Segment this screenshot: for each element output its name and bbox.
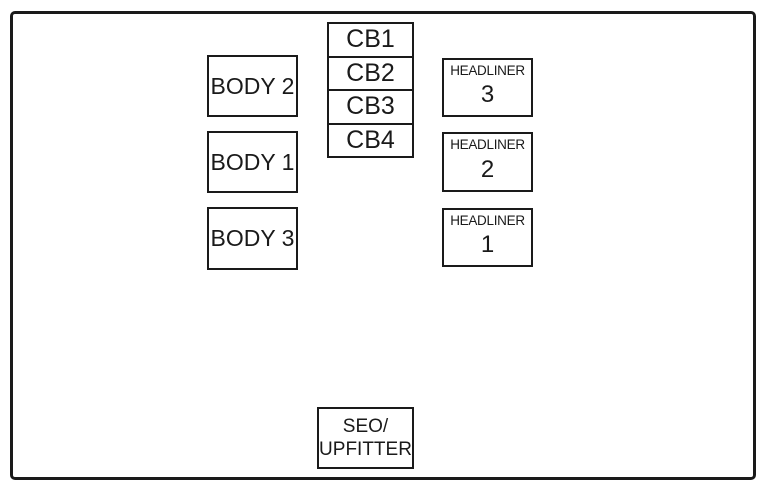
circuit-breaker-cb3-label: CB3 (346, 92, 395, 121)
circuit-breaker-cb4: CB4 (329, 125, 412, 157)
fuse-block-headliner-2: HEADLINER 2 (442, 132, 533, 192)
circuit-breaker-cb4-label: CB4 (346, 125, 395, 154)
fuse-block-headliner-3-number: 3 (480, 81, 495, 108)
circuit-breaker-cb1-label: CB1 (346, 25, 395, 54)
circuit-breaker-cb2: CB2 (329, 58, 412, 91)
fuse-block-body-2: BODY 2 (207, 55, 298, 117)
fuse-block-seo-upfitter: SEO/ UPFITTER (317, 407, 414, 469)
fuse-block-body-2-label: BODY 2 (210, 72, 295, 99)
circuit-breaker-cb1: CB1 (329, 24, 412, 58)
fuse-block-headliner-2-number: 2 (480, 155, 495, 183)
fuse-block-headliner-1: HEADLINER 1 (442, 208, 533, 267)
fuse-block-body-1-label: BODY 1 (210, 148, 295, 175)
fuse-block-seo-upfitter-line1: SEO/ (342, 416, 389, 437)
circuit-breaker-stack: CB1 CB2 CB3 CB4 (327, 22, 414, 158)
circuit-breaker-cb2-label: CB2 (346, 58, 395, 87)
fuse-block-body-3: BODY 3 (207, 207, 298, 270)
fuse-block-headliner-2-title: HEADLINER (450, 137, 525, 152)
fuse-block-headliner-3-title: HEADLINER (450, 63, 525, 78)
fuse-block-body-1: BODY 1 (207, 131, 298, 193)
fuse-block-headliner-1-number: 1 (480, 231, 495, 258)
fuse-block-seo-upfitter-line2: UPFITTER (319, 439, 412, 460)
circuit-breaker-cb3: CB3 (329, 91, 412, 125)
fuse-block-headliner-3: HEADLINER 3 (442, 58, 533, 117)
fuse-block-headliner-1-title: HEADLINER (450, 213, 525, 228)
fuse-block-body-3-label: BODY 3 (210, 225, 295, 251)
